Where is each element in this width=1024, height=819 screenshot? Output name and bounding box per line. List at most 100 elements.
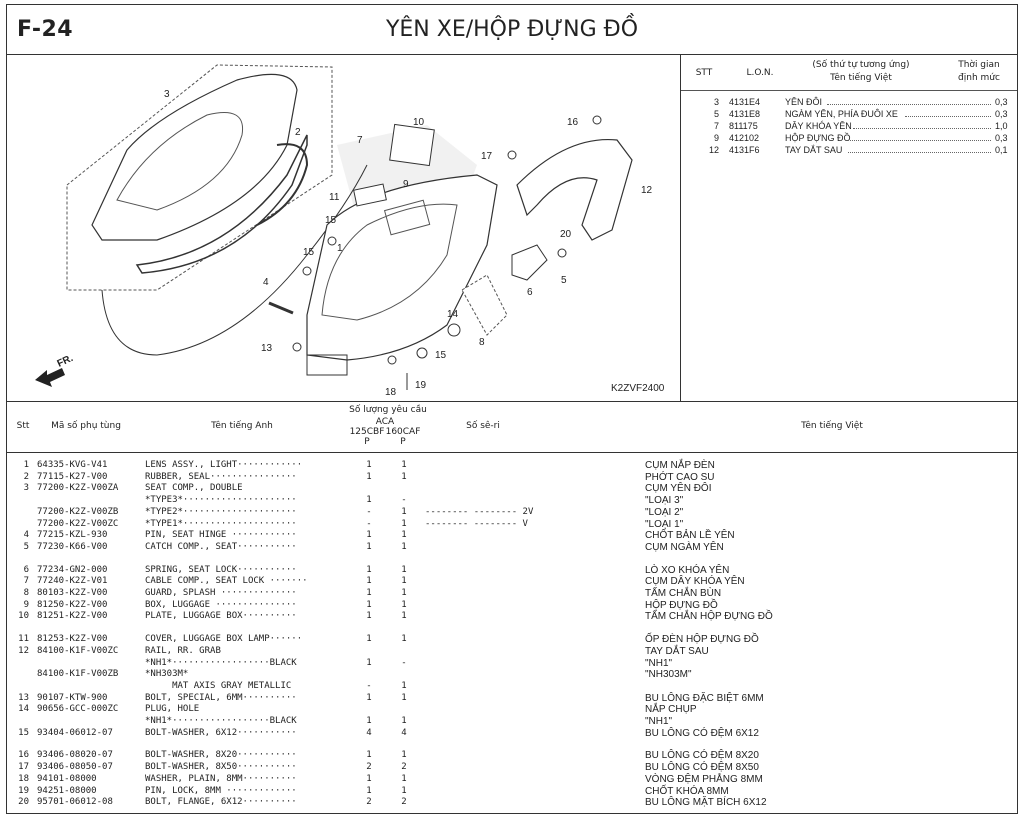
part-stt: 10: [18, 611, 29, 622]
callout-20: 20: [560, 229, 572, 240]
part-qty-125: 1: [366, 750, 372, 761]
part-number: 77240-K2Z-V01: [37, 576, 108, 587]
page-header: F-24 YÊN XE/HỘP ĐỰNG ĐỒ: [7, 5, 1017, 55]
seat-catch-part: [511, 244, 548, 281]
parts-col-qty-v2: 160CAF: [385, 427, 421, 437]
lon-leader-dots: [853, 121, 991, 129]
part-stt: 6: [23, 564, 29, 575]
part-english-name: PLATE, LUGGAGE BOX··········: [145, 611, 297, 622]
parts-col-qty-v1: 125CBF: [349, 427, 385, 437]
part-vietnamese-name: LÒ XO KHÓA YÊN: [645, 564, 730, 576]
lon-name: NGÀM YÊN, PHÍA ĐUÔI XE: [785, 109, 898, 119]
lon-col-time-1: Thời gian: [958, 60, 1000, 70]
part-qty-160: 1: [401, 773, 407, 784]
part-qty-125: 2: [366, 797, 372, 808]
part-english-name: *TYPE2*·····················: [145, 506, 297, 517]
part-vietnamese-name: "NH303M": [645, 669, 692, 681]
lon-col-stt: STT: [695, 68, 713, 78]
parts-col-qty: Số lượng yêu cầu: [349, 405, 427, 415]
part-number: 84100-K1F-V00ZB: [37, 669, 119, 680]
lon-code: 4131F6: [729, 145, 760, 155]
part-qty-125: 1: [366, 460, 372, 470]
parts-col-stt: Stt: [16, 421, 30, 431]
part-stt: 14: [18, 704, 29, 715]
part-qty-160: 1: [401, 564, 407, 575]
part-qty-160: 1: [401, 530, 407, 541]
part-english-name: CABLE COMP., SEAT LOCK ·······: [145, 576, 308, 587]
part-serial: -------- -------- 2V: [425, 506, 534, 517]
part-english-name: *TYPE1*·····················: [145, 518, 297, 529]
parts-col-qty-p1: P: [364, 437, 370, 447]
lon-stt: 3: [713, 97, 719, 107]
part-stt: 11: [18, 634, 29, 645]
part-number: 95701-06012-08: [37, 797, 113, 808]
callout-15c: 15: [435, 350, 447, 361]
parts-row: MAT AXIS GRAY METALLIC-1: [7, 681, 1017, 693]
part-english-name: PLUG, HOLE: [145, 704, 200, 715]
part-stt: 15: [18, 727, 29, 738]
part-qty-160: 1: [401, 541, 407, 552]
part-number: 90107-KTW-900: [37, 692, 108, 703]
lon-stt: 9: [713, 133, 719, 143]
lon-time: 0,3: [995, 97, 1008, 107]
part-qty-160: 2: [401, 762, 407, 773]
parts-table-header: Stt Mã số phụ tùng Tên tiếng Anh Số lượn…: [7, 403, 1017, 453]
part-vietnamese-name: "NH1": [645, 716, 673, 727]
callout-18: 18: [385, 387, 397, 398]
part-vietnamese-name: BU LÔNG CÓ ĐỆM 6X12: [645, 727, 759, 739]
part-number: 77115-K27-V00: [37, 471, 108, 482]
part-qty-125: 1: [366, 657, 372, 668]
part-stt: 7: [23, 576, 29, 587]
part-qty-125: 1: [366, 634, 372, 645]
part-english-name: LENS ASSY., LIGHT············: [145, 460, 303, 470]
parts-row: 84100-K1F-V00ZB *NH303M* "NH303M": [7, 669, 1017, 681]
rubber-seal-part: [256, 143, 309, 226]
part-qty-125: -: [366, 518, 372, 529]
lon-code: 811175: [729, 121, 758, 131]
callout-8: 8: [479, 337, 485, 348]
callout-11: 11: [329, 192, 340, 203]
exploded-diagram: FR. 1 2 3 4 5 6 7 8 9 10 11 12 13 14 15 …: [7, 55, 681, 402]
luggage-box-plate-part: [389, 123, 435, 167]
lon-col-name-1: (Số thứ tự tương ứng): [812, 60, 910, 70]
direction-label: FR.: [56, 353, 75, 370]
lon-time: 0,3: [995, 109, 1008, 119]
part-vietnamese-name: "LOẠI 2": [645, 506, 684, 518]
seat-group-outline: [66, 64, 333, 291]
part-qty-125: -: [366, 506, 372, 517]
part-qty-125: -: [366, 680, 372, 691]
callout-2: 2: [295, 127, 301, 138]
parts-row: 7 77240-K2Z-V01 CABLE COMP., SEAT LOCK ···…: [7, 576, 1017, 588]
part-vietnamese-name: BU LÔNG CÓ ĐỆM 8X20: [645, 750, 759, 762]
part-english-name: *NH303M*: [145, 669, 189, 680]
part-qty-160: 1: [401, 506, 407, 517]
part-stt: 19: [18, 785, 29, 796]
part-qty-160: 1: [401, 460, 407, 470]
luggage-box-part: [306, 174, 498, 376]
callout-16: 16: [567, 117, 579, 128]
lon-stt: 12: [708, 145, 719, 155]
callout-17: 17: [481, 151, 493, 162]
part-qty-160: -: [401, 495, 407, 506]
part-qty-160: 1: [401, 611, 407, 622]
part-stt: 5: [23, 541, 29, 552]
part-vietnamese-name: CỤM NGÀM YÊN: [645, 541, 724, 553]
lon-col-time-2: định mức: [958, 73, 1000, 83]
part-english-name: WASHER, PLAIN, 8MM··········: [145, 773, 297, 784]
part-qty-160: 1: [401, 518, 407, 529]
part-stt: 9: [23, 599, 29, 610]
seat-part: [91, 73, 308, 274]
lon-name: HỘP ĐỰNG ĐỒ: [785, 133, 851, 143]
part-english-name: RAIL, RR. GRAB: [145, 645, 221, 656]
part-qty-160: 1: [401, 680, 407, 691]
part-qty-125: 1: [366, 773, 372, 784]
part-qty-125: 1: [366, 471, 372, 482]
part-english-name: *NH1*··················BLACK: [145, 716, 297, 726]
